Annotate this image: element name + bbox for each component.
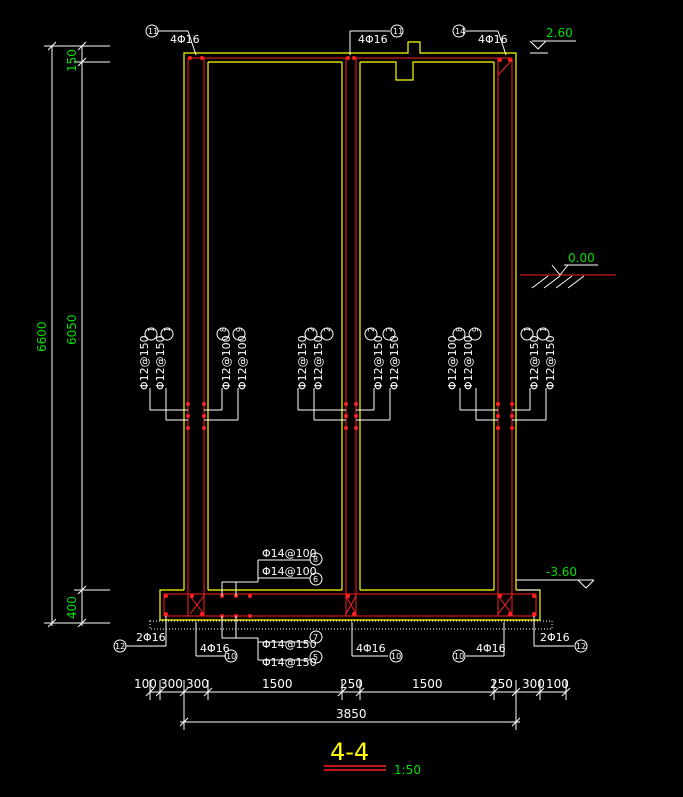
wall-g2-m2: 9: [235, 327, 244, 332]
wall-g1-m2: 1: [163, 327, 172, 332]
base-bot1-mark: 7: [313, 633, 318, 642]
base-left-inner-mark: 10: [226, 652, 236, 661]
hdim-f: 1500: [412, 677, 443, 691]
level-ground: 0.00: [568, 251, 595, 265]
concrete-outline: [159, 41, 541, 621]
top-mid-bar-label: 4Φ16: [358, 33, 388, 46]
blinding-layer: [149, 620, 553, 630]
wall-g3-a: Φ12@150: [296, 335, 309, 390]
base-top1-label: Φ14@100: [262, 547, 317, 560]
base-mid-inner-mark: 10: [391, 652, 401, 661]
hdim-h: 300: [522, 677, 545, 691]
base-right-inner-label: 4Φ16: [476, 642, 506, 655]
wall-g4-m1: 2: [367, 327, 376, 332]
wall-g4-m2: 2: [385, 327, 394, 332]
wall-g5-b: Φ12@100: [462, 335, 475, 390]
hdim-e: 250: [340, 677, 363, 691]
wall-g2-a: Φ12@100: [220, 335, 233, 390]
horizontal-dimensions: [145, 680, 571, 730]
wall-g4-a: Φ12@150: [372, 335, 385, 390]
base-mid-inner-label: 4Φ16: [356, 642, 386, 655]
wall-g6-b: Φ12@150: [544, 335, 557, 390]
base-right-end-mark: 12: [576, 642, 586, 651]
section-scale: 1:50: [394, 763, 421, 777]
wall-g6-m2: 1: [539, 327, 548, 332]
hdim-a: 100: [134, 677, 157, 691]
wall-g5-a: Φ12@100: [446, 335, 459, 390]
vertical-dimensions: [44, 41, 110, 628]
top-bar-leaders: [158, 30, 507, 56]
dim-base: 400: [65, 596, 79, 619]
rebar-lines: [163, 57, 537, 617]
hdim-c: 300: [186, 677, 209, 691]
wall-g6-a: Φ12@150: [528, 335, 541, 390]
base-right-end-label: 2Φ16: [540, 631, 570, 644]
hdim-b: 300: [160, 677, 183, 691]
rebar-dots: [164, 56, 536, 618]
top-right-bar-label: 4Φ16: [478, 33, 508, 46]
wall-g2-m1: 8: [219, 327, 228, 332]
level-bottom-symbol: [516, 579, 595, 591]
wall-g5-m2: 9: [471, 327, 480, 332]
base-right-inner-mark: 10: [454, 652, 464, 661]
wall-g3-m1: 2: [307, 327, 316, 332]
wall-g3-b: Φ12@150: [312, 335, 325, 390]
base-bar-leaders: [126, 559, 574, 661]
base-top2-label: Φ14@100: [262, 565, 317, 578]
wall-g3-m2: 2: [323, 327, 332, 332]
wall-g2-b: Φ12@100: [236, 335, 249, 390]
section-title: 4-4: [330, 738, 369, 766]
hdim-d: 1500: [262, 677, 293, 691]
level-top: 2.60: [546, 26, 573, 40]
level-ground-symbol: [520, 264, 616, 289]
base-left-inner-label: 4Φ16: [200, 642, 230, 655]
base-bot2-label: Φ14@150: [262, 656, 317, 669]
base-left-end-mark: 12: [115, 642, 125, 651]
wall-g6-m1: 1: [523, 327, 532, 332]
top-left-mark: 11: [148, 27, 158, 36]
wall-g1-m1: 1: [147, 327, 156, 332]
base-top2-mark: 6: [313, 575, 318, 584]
base-bot1-label: Φ14@150: [262, 638, 317, 651]
dim-top-slab: 150: [65, 49, 79, 72]
wall-bar-leaders: [149, 388, 547, 421]
dim-total: 6600: [35, 321, 49, 352]
top-left-mark-circle: [145, 24, 159, 38]
dim-wall: 6050: [65, 314, 79, 345]
hdim-overall: 3850: [336, 707, 367, 721]
wall-g1-b: Φ12@150: [154, 335, 167, 390]
base-bot2-mark: 5: [313, 653, 318, 662]
level-bottom: -3.60: [546, 565, 577, 579]
top-right-mark: 14: [455, 27, 465, 36]
top-left-bar-label: 4Φ16: [170, 33, 200, 46]
wall-g4-b: Φ12@150: [388, 335, 401, 390]
base-left-end-label: 2Φ16: [136, 631, 166, 644]
top-mid-mark-circle: [390, 24, 404, 38]
hdim-g: 250: [490, 677, 513, 691]
level-top-symbol: [529, 40, 576, 54]
top-right-mark-circle: [452, 24, 466, 38]
top-mid-mark: 11: [393, 27, 403, 36]
wall-g5-m1: 8: [455, 327, 464, 332]
wall-g1-a: Φ12@150: [138, 335, 151, 390]
base-top1-mark: 8: [313, 555, 318, 564]
hdim-i: 100: [546, 677, 569, 691]
